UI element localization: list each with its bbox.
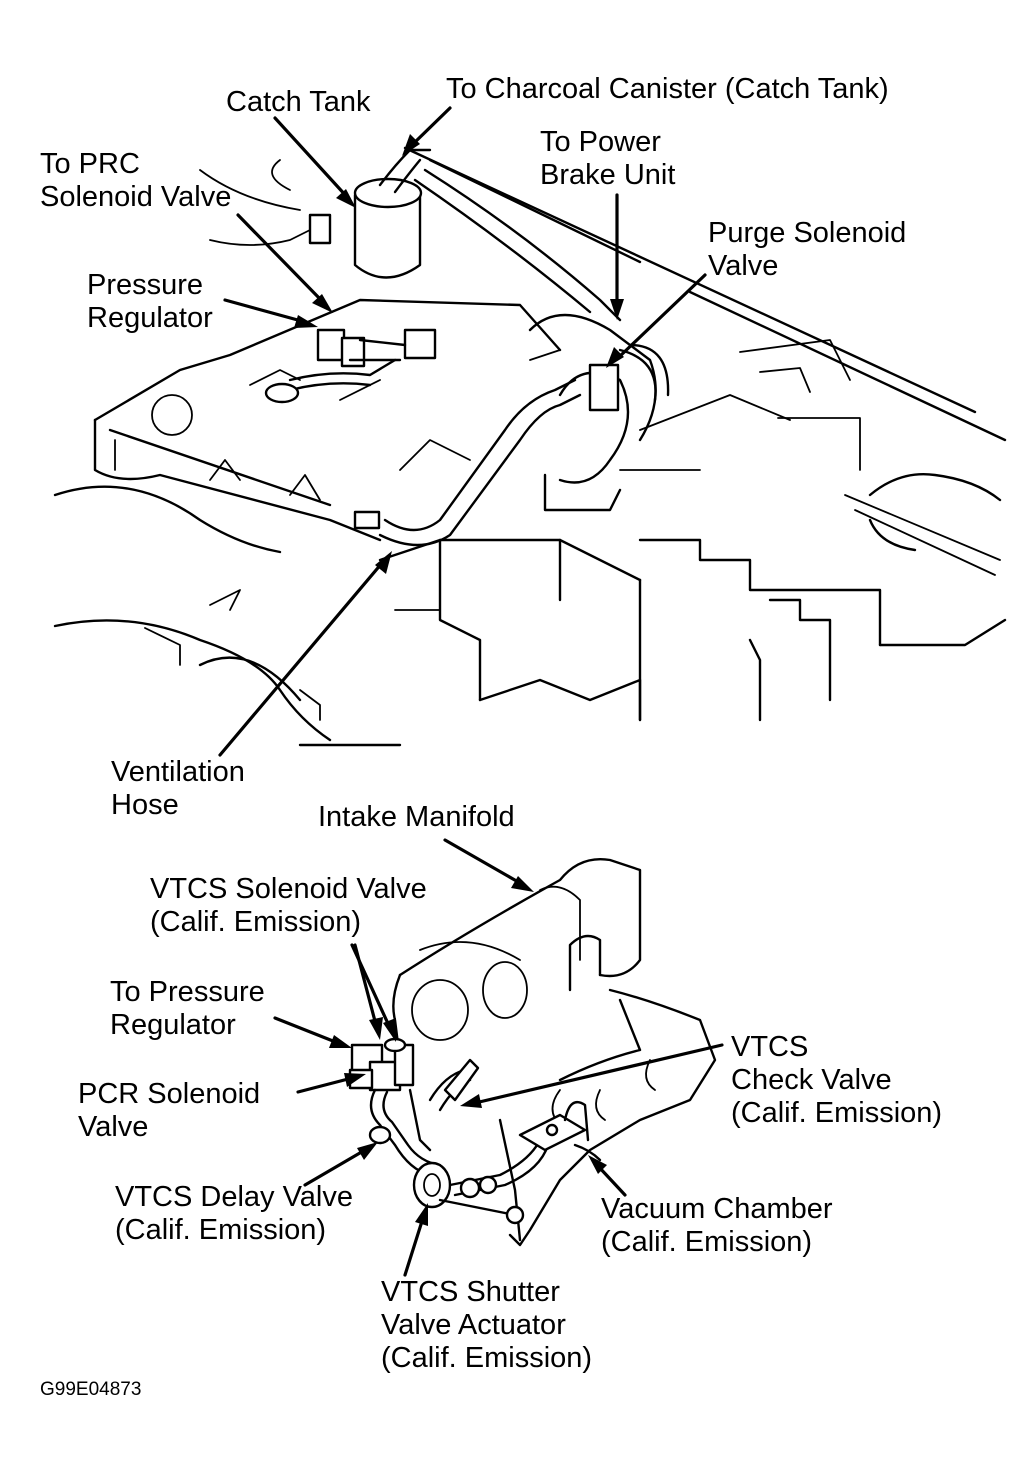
label-intake-manifold: Intake Manifold [318, 801, 515, 833]
engine-bay-drawing [53, 146, 1007, 747]
label-to-pressure-regulator: To Pressure Regulator [110, 976, 265, 1041]
label-power-brake-unit: To Power Brake Unit [540, 126, 676, 191]
label-pressure-regulator: Pressure Regulator [87, 269, 213, 334]
label-prc-solenoid-valve: To PRC Solenoid Valve [40, 148, 232, 213]
label-vacuum-chamber: Vacuum Chamber (Calif. Emission) [601, 1193, 833, 1258]
label-purge-solenoid-valve: Purge Solenoid Valve [708, 217, 907, 282]
label-charcoal-canister: To Charcoal Canister (Catch Tank) [446, 73, 889, 105]
label-vtcs-shutter-valve-actuator: VTCS Shutter Valve Actuator (Calif. Emis… [381, 1276, 593, 1374]
figure-code: G99E04873 [40, 1379, 142, 1400]
label-ventilation-hose: Ventilation Hose [111, 756, 245, 821]
label-vtcs-delay-valve: VTCS Delay Valve (Calif. Emission) [115, 1181, 353, 1246]
leader-lines [218, 106, 724, 1277]
label-vtcs-check-valve: VTCS Check Valve (Calif. Emission) [731, 1031, 943, 1129]
label-pcr-solenoid-valve: PCR Solenoid Valve [78, 1078, 261, 1143]
label-vtcs-solenoid-valve: VTCS Solenoid Valve (Calif. Emission) [150, 873, 427, 938]
label-catch-tank: Catch Tank [226, 86, 371, 118]
